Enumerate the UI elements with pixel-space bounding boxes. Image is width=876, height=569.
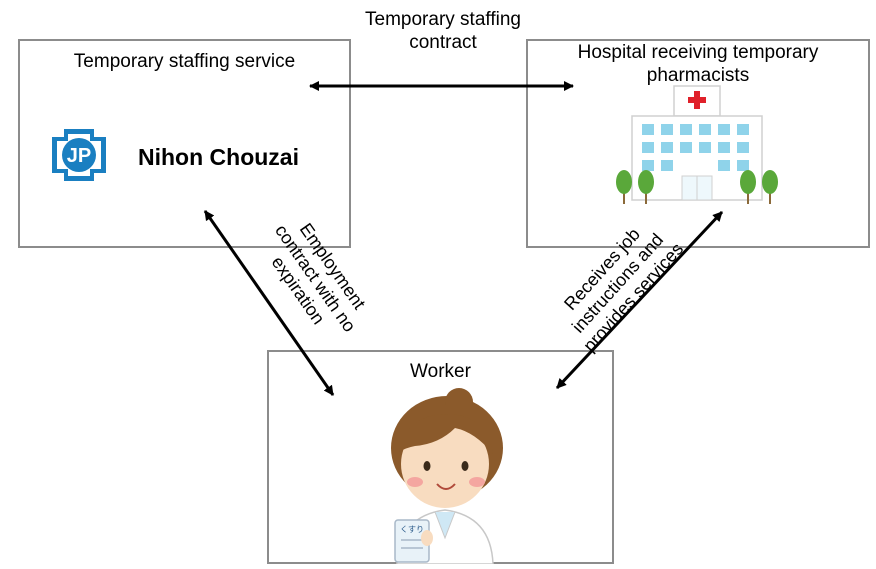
tree-icons — [616, 170, 778, 204]
logo-text: JP — [67, 145, 91, 167]
pharmacist-worker-icon: くすり — [375, 388, 515, 565]
staffing-contract-label-line1: Temporary staffing — [365, 9, 521, 30]
staffing-contract-label: Temporary staffing contract — [330, 8, 556, 54]
nihon-chouzai-logo-icon: JP — [50, 127, 108, 183]
company-name: Nihon Chouzai — [138, 144, 299, 170]
hospital-title-line1: Hospital receiving temporary — [577, 42, 819, 63]
hospital-building-icon — [614, 84, 784, 206]
medicine-card-text: くすり — [400, 525, 424, 534]
worker-title: Worker — [410, 361, 471, 382]
hospital-title: Hospital receiving temporary pharmacists — [528, 41, 868, 87]
staffing-contract-label-line2: contract — [409, 32, 477, 53]
services-arrow — [555, 210, 724, 390]
employment-contract-arrow — [203, 210, 335, 396]
hospital-title-line2: pharmacists — [646, 65, 750, 86]
staffing-service-title: Temporary staffing service — [73, 51, 296, 72]
